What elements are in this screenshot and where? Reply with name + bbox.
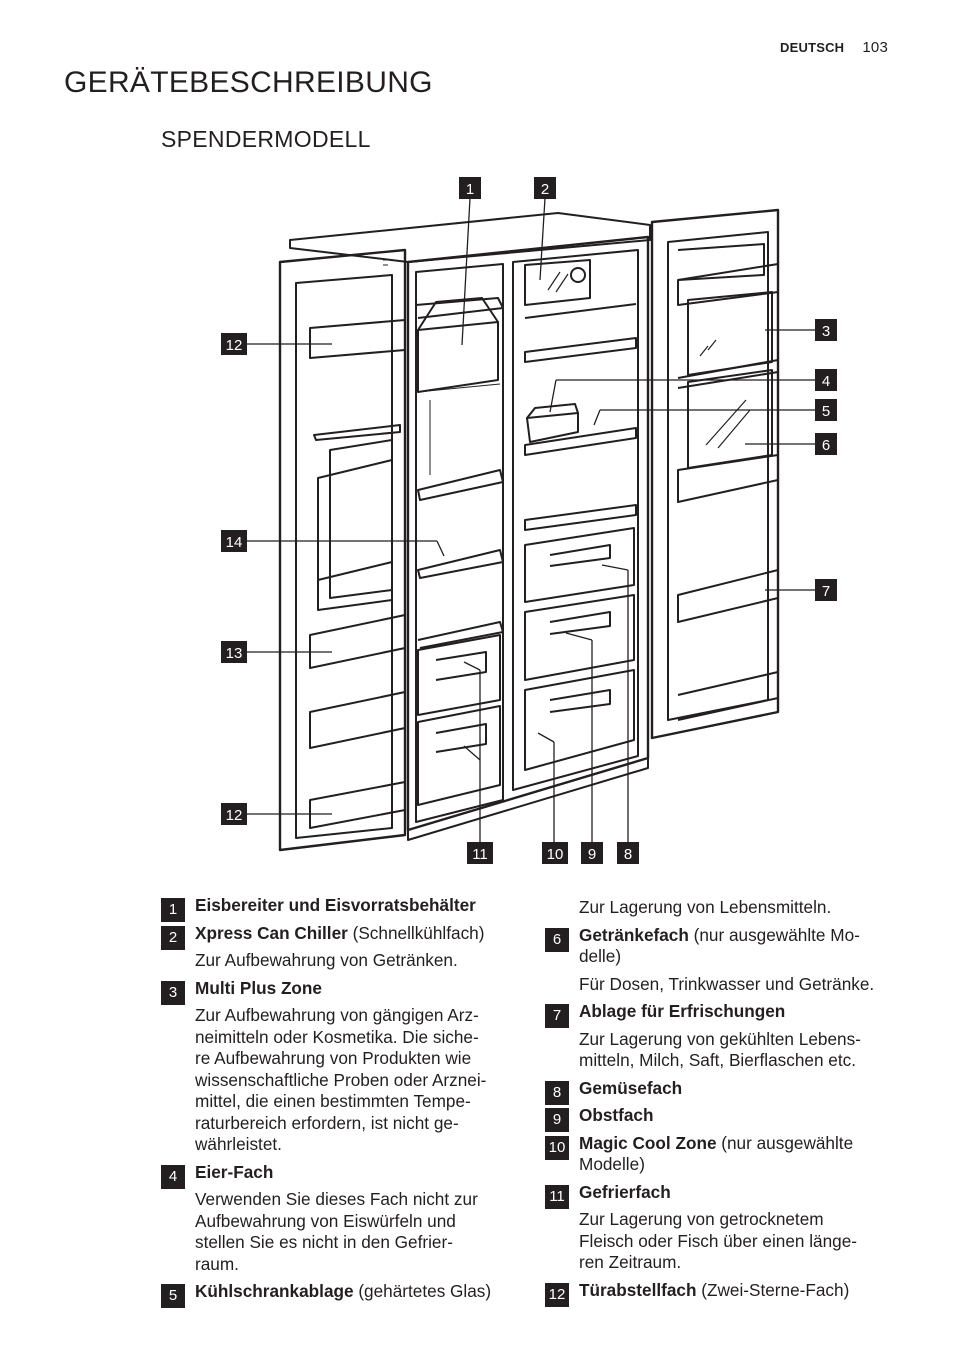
item-note: (Schnellkühlfach) (347, 922, 485, 943)
item-description: Verwenden Sie dieses Fach nicht zur Aufb… (195, 1189, 478, 1274)
item-number: 11 (545, 1184, 569, 1209)
legend-item-5-continued: Zur Lagerung von Lebensmitteln. (545, 897, 905, 919)
item-name: Kühlschrankablage (195, 1281, 354, 1301)
callout-box-14 (221, 530, 247, 552)
legend-item-5: 5 Kühlschrankablage (gehärtetes Glas) (161, 1281, 521, 1308)
item-number: 3 (161, 980, 185, 1005)
callout-label-2: 2 (541, 181, 549, 198)
item-number: 10 (545, 1135, 569, 1160)
page-header: DEUTSCH 103 (780, 39, 888, 56)
legend-item-7: 7 Ablage für Erfrischungen Zur Lagerung … (545, 1001, 905, 1072)
callout-label-13: 13 (226, 645, 243, 662)
callout-label-5: 5 (822, 403, 830, 420)
item-name: Eisbereiter und Eisvorratsbehälter (195, 895, 476, 915)
item-description: Zur Lagerung von gekühlten Lebens- mitte… (579, 1028, 861, 1071)
item-name: Eier-Fach (195, 1161, 274, 1182)
callout-box-11 (467, 842, 493, 864)
page-number: 103 (862, 39, 888, 56)
callout-label-14: 14 (226, 534, 243, 551)
callout-label-1: 1 (466, 181, 474, 198)
legend-item-10: 10 Magic Cool Zone (nur ausgewählte Mode… (545, 1133, 905, 1176)
legend-column-left: 1 Eisbereiter und Eisvorratsbehälter 2 X… (161, 895, 521, 1308)
callout-label-4: 4 (822, 373, 830, 390)
item-description: Zur Lagerung von getrocknetem Fleisch od… (579, 1209, 858, 1272)
item-number: 8 (545, 1080, 569, 1105)
item-number: 2 (161, 925, 185, 950)
item-name: Ablage für Erfrischungen (579, 1001, 786, 1021)
item-note: (nur ausgewählte Mo- delle) (579, 924, 860, 967)
legend-column-right: Zur Lagerung von Lebensmitteln. 6 Geträn… (545, 895, 905, 1307)
item-number: 7 (545, 1004, 569, 1028)
callout-box-12-bottom (221, 803, 247, 825)
callout-box-7 (815, 579, 837, 601)
callout-box-12-top (221, 333, 247, 355)
item-description: Zur Aufbewahrung von Getränken. (195, 950, 458, 970)
item-description: Zur Aufbewahrung von gängigen Arz- neimi… (195, 1005, 487, 1154)
callout-label-9: 9 (588, 846, 596, 863)
legend-item-1: 1 Eisbereiter und Eisvorratsbehälter (161, 895, 521, 922)
legend-item-12: 12 Türabstellfach (Zwei-Sterne-Fach) (545, 1279, 905, 1307)
callout-label-10: 10 (547, 846, 564, 863)
page-title: GERÄTEBESCHREIBUNG (64, 66, 433, 99)
item-name: Getränkefach (579, 924, 689, 945)
item-number: 6 (545, 927, 569, 952)
section-subtitle: SPENDERMODELL (161, 126, 371, 152)
item-name: Magic Cool Zone (579, 1132, 717, 1153)
item-description: Für Dosen, Trinkwasser und Getränke. (579, 973, 875, 994)
language-label: DEUTSCH (780, 40, 845, 55)
item-note: (nur ausgewählte Modelle) (579, 1132, 854, 1175)
item-number: 12 (545, 1282, 569, 1307)
item-number: 1 (161, 898, 185, 922)
legend-item-9: 9 Obstfach (545, 1105, 905, 1132)
refrigerator-diagram: 1 2 3 4 5 6 7 8 9 10 11 12 12 13 14 (221, 177, 837, 864)
callout-box-2 (534, 177, 556, 199)
callout-box-13 (221, 641, 247, 663)
item-name: Gefrierfach (579, 1181, 671, 1202)
callout-label-7: 7 (822, 583, 830, 600)
callout-box-1 (459, 177, 481, 199)
callout-box-6 (815, 433, 837, 455)
callout-box-5 (815, 399, 837, 421)
item-number: 9 (545, 1108, 569, 1132)
item-name: Türabstellfach (579, 1279, 697, 1300)
item-name: Gemüsefach (579, 1077, 683, 1098)
callout-box-3 (815, 319, 837, 341)
callout-label-6: 6 (822, 437, 830, 454)
callout-box-10 (542, 842, 568, 864)
item-description: Zur Lagerung von Lebensmitteln. (579, 897, 832, 917)
callout-label-12-bottom: 12 (226, 807, 243, 824)
item-name: Obstfach (579, 1105, 654, 1125)
callout-box-9 (581, 842, 603, 864)
legend-item-6: 6 Getränkefach (nur ausgewählte Mo- dell… (545, 925, 905, 996)
callout-label-11: 11 (472, 846, 488, 863)
item-note: (Zwei-Sterne-Fach) (696, 1279, 850, 1300)
callout-label-12-top: 12 (226, 337, 243, 354)
legend-item-11: 11 Gefrierfach Zur Lagerung von getrockn… (545, 1182, 905, 1274)
legend-item-3: 3 Multi Plus Zone Zur Aufbewahrung von g… (161, 978, 521, 1156)
item-number: 4 (161, 1164, 185, 1189)
legend-item-4: 4 Eier-Fach Verwenden Sie dieses Fach ni… (161, 1162, 521, 1276)
item-note: (gehärtetes Glas) (353, 1281, 492, 1301)
callout-label-3: 3 (822, 323, 830, 340)
callout-box-8 (617, 842, 639, 864)
legend-item-2: 2 Xpress Can Chiller (Schnellkühlfach) Z… (161, 923, 521, 972)
item-number: 5 (161, 1284, 185, 1308)
item-name: Xpress Can Chiller (195, 922, 348, 943)
callout-box-4 (815, 369, 837, 391)
item-name: Multi Plus Zone (195, 977, 322, 998)
callout-label-8: 8 (624, 846, 632, 863)
legend-item-8: 8 Gemüsefach (545, 1077, 905, 1105)
